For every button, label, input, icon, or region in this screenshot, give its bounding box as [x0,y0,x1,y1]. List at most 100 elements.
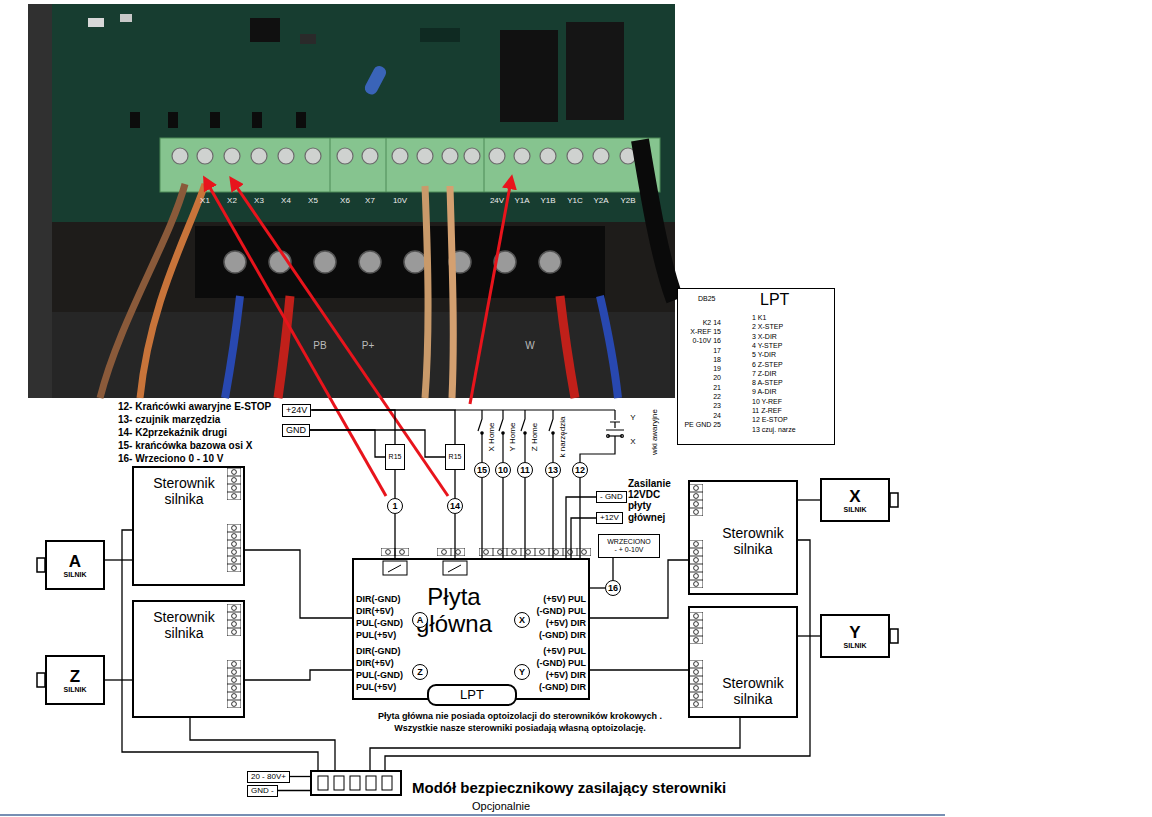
terminal-photo [130,112,140,128]
wire-connector [105,559,132,560]
annotation-label: Zasilanie 12VDC płyty głównej [628,478,684,523]
terminal-photo [168,112,178,128]
voltage-tag: +24V [282,404,311,417]
driver-box: Sterownik silnika [132,466,245,586]
annotation-label: 10V [393,197,407,206]
annotation-label: 7 Z-DIR [752,370,777,378]
annotation-label: Wszystkie nasze sterowniki posiadają wła… [394,723,646,733]
node-text: - + 0-10V [615,546,644,554]
node-text: R15 [389,453,402,461]
terminal-photo [314,251,336,273]
motor-box: ZSILNIK [45,655,105,705]
terminal-photo [386,138,387,192]
limit-switch [481,432,483,434]
terminal-photo [640,140,675,300]
annotation-label: Y1A [514,197,529,206]
terminal-block [227,604,241,636]
terminal-block [689,484,703,516]
terminal-block [689,660,703,708]
terminal-photo [195,226,605,298]
terminal-photo [567,148,583,164]
terminal-photo [600,296,618,398]
node-text: GND - [251,786,274,796]
supply-tag: 20 - 80V+ [247,771,290,783]
fuse-symbol [318,776,328,790]
annotation-label: 11 Z-REF [752,407,782,415]
terminal-photo [172,148,636,164]
supply-tag: GND - [247,785,278,797]
terminal-photo [417,148,433,164]
annotation-label: 18 [713,356,721,364]
motor-shaft [37,493,898,687]
callout-number: 15 [474,462,490,478]
terminal-photo [225,296,240,398]
node-text: SILNIK [844,506,867,514]
annotation-label: X2 [227,197,237,206]
terminal-photo [296,112,306,128]
annotation-label: 15- krańcówka bazowa osi X [118,440,253,451]
annotation-label: (-GND) PUL [537,658,587,668]
wire-connector [290,776,310,777]
node-text: Y [519,667,525,677]
terminal-photo [210,112,220,128]
annotation-label: wki awaryjne [651,409,660,455]
wire-connector [571,518,596,558]
annotation-label: (+5V) PUL [543,646,586,656]
terminal-block [227,468,241,500]
terminal-photo [539,251,561,273]
annotation-label: (+5V) PUL [543,594,586,604]
terminal-photo [224,251,561,273]
annotation-label: (+5V) DIR [546,670,586,680]
estop-switch [608,435,622,436]
annotation-label: X5 [308,197,318,206]
lpt-port: LPT [427,684,517,706]
bottom-rule [0,814,945,816]
annotation-label: X [630,438,635,447]
annotation-label: 12 E-STOP [752,416,788,424]
annotation-label: DIR(-GND) [356,594,401,604]
node-text: 20 - 80V+ [251,772,286,782]
wire-connector [311,410,455,444]
estop-switch [580,410,624,462]
node-text: 14 [450,501,460,511]
annotation-label: PE GND 25 [684,421,721,429]
node-text: Sterownik silnika [710,676,796,707]
callout-number: 14 [447,498,463,514]
node-text: 11 [520,465,530,475]
annotation-label: P+ [362,340,375,351]
terminal-photo [252,112,262,128]
terminal-block [227,468,703,708]
axis-circle: Z [412,664,428,680]
annotation-label: k narzędzia [559,417,568,458]
callout-number: 13 [545,462,561,478]
node-text: 10 [498,465,508,475]
node-text: 13 [548,465,558,475]
node-text: Opcjonalnie [472,800,530,812]
annotation-label: X4 [281,197,291,206]
node-text: X [519,615,525,625]
node-text: Sterownik silnika [140,610,228,641]
terminal-photo [300,34,316,44]
callout-number: 10 [495,462,511,478]
terminal-photo [362,148,378,164]
annotation-label: 19 [713,365,721,373]
node-text: SILNIK [64,686,87,694]
terminal-photo [450,186,453,398]
annotation-label: W [525,340,534,351]
annotation-label: 13- czujnik marzędzia [118,414,220,425]
annotation-label: 13 czuj. narze [752,426,796,434]
annotation-label: 17 [713,347,721,355]
node-text: Modół bezpiecznikowy zasilający sterowni… [412,780,726,797]
annotation-label: 12- Krańcówki awaryjne E-STOP [118,401,271,412]
annotation-label: 24 [713,412,721,420]
terminal-photo [224,148,240,164]
fuse-symbol [334,776,344,790]
node-text: Z [70,667,80,686]
terminal-photo [392,148,408,164]
limit-switch [499,410,503,462]
annotation-label: X1 [200,197,210,206]
annotation-label: K2 14 [703,319,721,327]
terminal-photo [425,186,428,398]
node-text: Y [849,623,860,642]
